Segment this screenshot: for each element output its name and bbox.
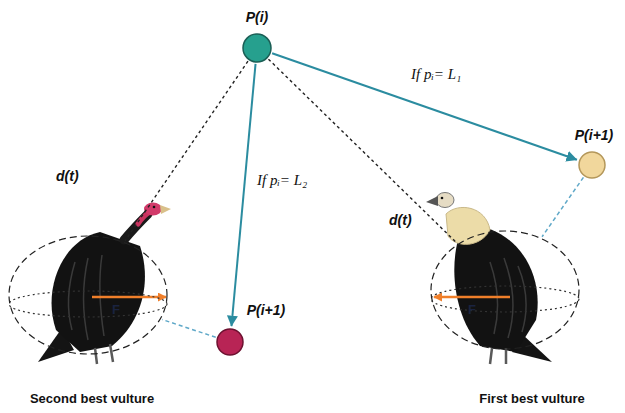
- condition-label: If pᵢ= L₂: [256, 172, 308, 189]
- position-dot: [217, 329, 243, 355]
- second-vulture-drawing: [38, 203, 171, 365]
- vulture-legs: [490, 348, 506, 364]
- position-circle: P(i+1): [216, 328, 244, 356]
- vulture-label: Second best vulture: [30, 392, 154, 407]
- vulture-label: First best vulture: [479, 392, 584, 407]
- sphere-equator: [431, 286, 579, 312]
- vulture-head: [436, 193, 454, 208]
- force-label: F: [468, 303, 476, 318]
- vulture-body: [52, 232, 145, 352]
- circle-outline: [578, 151, 606, 179]
- distance-line: [125, 61, 248, 241]
- link-line: [542, 177, 583, 236]
- movement-arrow: [231, 64, 255, 326]
- force-label: F: [112, 303, 120, 318]
- vulture-head: [144, 203, 162, 216]
- vulture-beak: [160, 205, 171, 214]
- vulture-beak: [426, 196, 438, 206]
- position-circle: P(i+1): [578, 151, 606, 179]
- circle-outline: [242, 33, 272, 63]
- distance-line: [268, 59, 456, 243]
- position-dot: [579, 152, 605, 178]
- vulture-sphere: First best vulture: [430, 230, 580, 350]
- position-label: P(i): [246, 9, 269, 25]
- circle-outline: [216, 328, 244, 356]
- sphere-boundary: [431, 231, 579, 349]
- sphere-boundary: [9, 236, 167, 354]
- link-line: [162, 320, 216, 338]
- sphere-equator: [9, 291, 167, 317]
- position-label: P(i+1): [575, 127, 614, 143]
- vulture-eye: [441, 197, 444, 200]
- vulture-sphere: Second best vulture: [8, 235, 168, 355]
- vulture-eye: [153, 206, 156, 209]
- position-label: P(i+1): [247, 302, 286, 318]
- force-arrow: [92, 296, 166, 299]
- sphere-outline: [430, 230, 580, 350]
- sphere-outline: [8, 235, 168, 355]
- position-circle: P(i): [242, 33, 272, 63]
- position-dot: [243, 34, 271, 62]
- condition-label: If pᵢ= L₁: [410, 66, 462, 83]
- force-arrow: [434, 296, 510, 299]
- first-vulture-drawing: [426, 193, 552, 365]
- distance-label: d(t): [55, 168, 80, 184]
- distance-label: d(t): [388, 212, 413, 228]
